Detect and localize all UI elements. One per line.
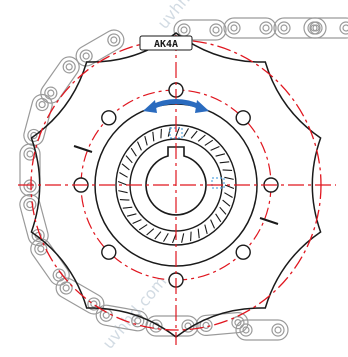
spline-tooth	[130, 147, 137, 157]
watermark-group: uvhhd.com uvhhd.com	[99, 0, 226, 353]
rotation-arrow	[143, 99, 209, 113]
spline-tooth	[219, 161, 230, 164]
spline-tooth	[122, 206, 133, 209]
spline-tooth	[215, 153, 226, 157]
spline-tooth	[119, 172, 128, 178]
bolt-holes	[73, 82, 279, 288]
chain-link	[19, 143, 41, 197]
bolt-hole	[101, 244, 117, 260]
chain-link	[223, 17, 277, 39]
chain-link	[235, 319, 289, 341]
spline-tooth	[197, 228, 200, 239]
spline-tooth	[167, 127, 171, 137]
chain-link	[145, 315, 199, 337]
spline-tooth	[190, 231, 192, 242]
spline-tooth	[222, 169, 233, 171]
spline-tooth	[204, 224, 208, 235]
hub-ticks	[73, 145, 279, 225]
chain-link	[273, 17, 327, 39]
bore-keyway	[145, 146, 207, 216]
spline-tooth	[138, 224, 148, 231]
chain-link	[40, 56, 80, 104]
chain-link	[75, 29, 125, 67]
bolt-hole	[235, 110, 251, 126]
top-link-plate: AK4A	[139, 35, 193, 51]
centerlines	[18, 35, 336, 345]
spline-tooth	[210, 219, 216, 229]
spline-tooth	[183, 128, 189, 137]
spline-tooth	[181, 233, 185, 243]
spline-tooth	[146, 228, 155, 236]
keyway-right	[211, 177, 225, 189]
spline-tooth	[132, 219, 142, 225]
chain-link	[195, 312, 249, 336]
spline-tooth	[190, 130, 198, 139]
chain-link	[303, 17, 348, 39]
chain-link	[30, 238, 70, 286]
roller-chain	[19, 17, 348, 341]
spline-tooth	[144, 135, 148, 146]
spline-tooth	[224, 176, 234, 180]
plate-label: AK4A	[154, 39, 178, 50]
spline-tooth	[222, 199, 231, 207]
spline-tooth	[136, 141, 142, 151]
spline-tooth	[224, 184, 235, 190]
spline-tooth	[210, 145, 220, 151]
spline-tooth	[160, 128, 162, 139]
spline-tooth	[215, 213, 222, 223]
spline-tooth	[219, 206, 227, 215]
spline-tooth	[163, 233, 169, 242]
spline-tooth	[118, 190, 128, 194]
spline-tooth	[224, 192, 233, 198]
chain-link	[19, 193, 49, 247]
spline-tooth	[126, 213, 137, 217]
spline-tooth	[121, 163, 130, 171]
chain-link	[95, 304, 149, 332]
spline-teeth	[117, 126, 235, 244]
chain-link	[23, 93, 53, 147]
watermark-bottom: uvhhd.com	[99, 272, 171, 353]
bolt-hole	[235, 244, 251, 260]
spline-tooth	[204, 139, 214, 146]
spline-tooth	[125, 155, 133, 164]
spline-tooth	[197, 134, 206, 142]
spline-tooth	[117, 180, 128, 186]
spline-tooth	[154, 231, 162, 240]
spline-tooth	[119, 199, 130, 201]
bolt-hole	[101, 110, 117, 126]
spline-tooth	[152, 131, 155, 142]
